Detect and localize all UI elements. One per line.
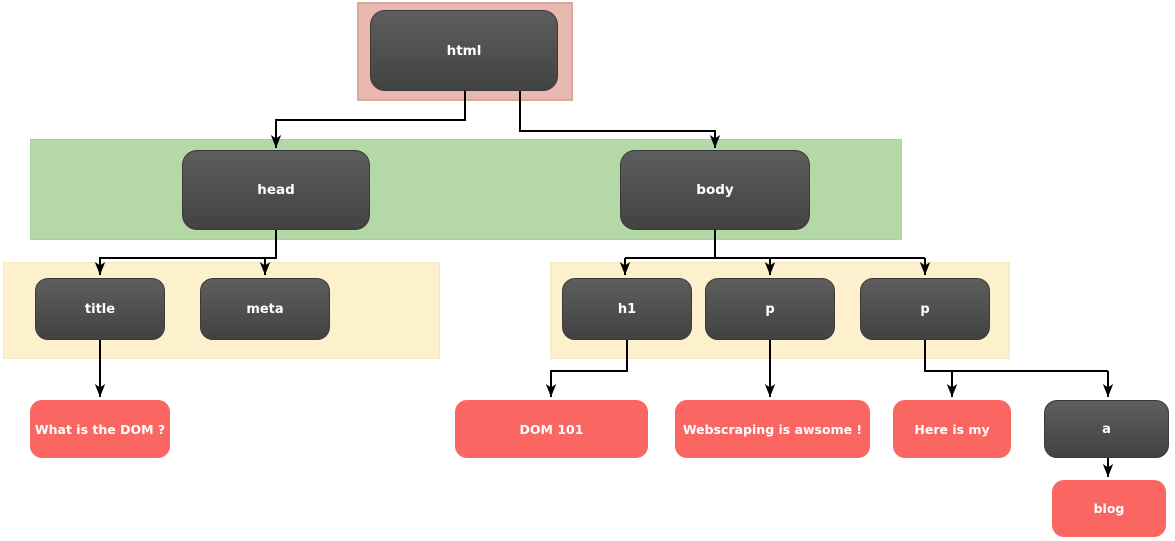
text-node-blog: blog bbox=[1052, 480, 1166, 537]
node-head-label: head bbox=[257, 182, 295, 198]
node-p-first: p bbox=[705, 278, 835, 340]
text-node-label: blog bbox=[1093, 501, 1125, 516]
text-node-here-is-my: Here is my bbox=[893, 400, 1011, 458]
node-body: body bbox=[620, 150, 810, 230]
node-html: html bbox=[370, 10, 558, 91]
node-h1-label: h1 bbox=[617, 301, 637, 317]
node-a: a bbox=[1044, 400, 1169, 458]
node-title-label: title bbox=[84, 301, 116, 317]
node-meta-label: meta bbox=[246, 301, 284, 317]
text-node-label: What is the DOM ? bbox=[34, 421, 166, 437]
node-p-second-label: p bbox=[920, 301, 930, 317]
node-title: title bbox=[35, 278, 165, 340]
text-node-label: DOM 101 bbox=[519, 421, 584, 437]
node-head: head bbox=[182, 150, 370, 230]
text-node-dom-101: DOM 101 bbox=[455, 400, 648, 458]
node-p-second: p bbox=[860, 278, 990, 340]
node-body-label: body bbox=[696, 182, 734, 198]
text-node-webscraping-is-awsome: Webscraping is awsome ! bbox=[675, 400, 870, 458]
node-p-first-label: p bbox=[765, 301, 775, 317]
node-meta: meta bbox=[200, 278, 330, 340]
node-a-label: a bbox=[1102, 421, 1111, 437]
node-html-label: html bbox=[446, 42, 482, 59]
text-node-what-is-the-dom: What is the DOM ? bbox=[30, 400, 170, 458]
text-node-label: Webscraping is awsome ! bbox=[682, 421, 863, 437]
node-h1: h1 bbox=[562, 278, 692, 340]
text-node-label: Here is my bbox=[914, 421, 990, 437]
